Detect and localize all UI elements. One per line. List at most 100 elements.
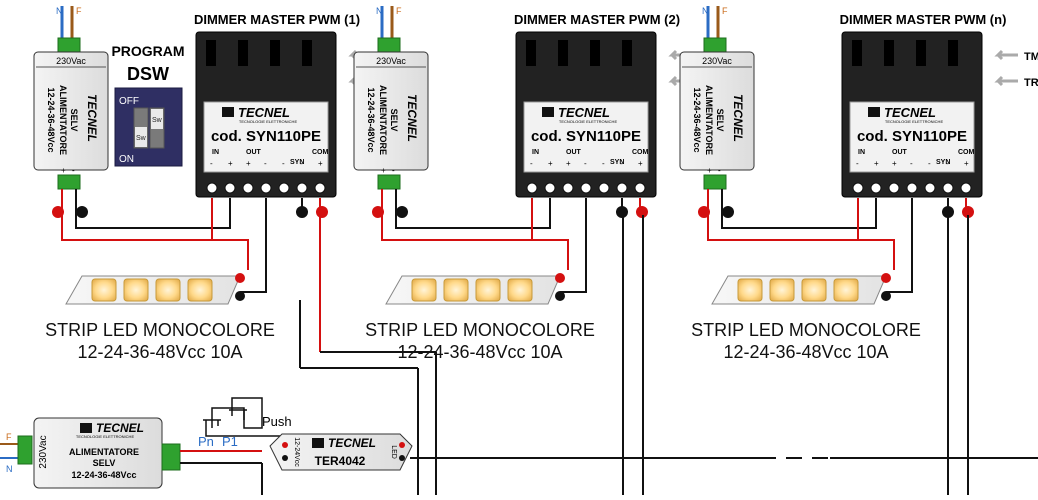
psu-plus-marker [52, 206, 64, 218]
dsw-lever-2[interactable] [151, 109, 163, 129]
dimmer-in-label: IN [858, 149, 865, 156]
tr-arrow-icon [994, 75, 1018, 87]
dimmer-terminal-screw[interactable] [888, 182, 900, 194]
dimmer-brand-sub: TECNOLOGIE ELETTRONICHE [885, 119, 944, 124]
dimmer-vent [206, 40, 216, 66]
dimmer-terminal-screw[interactable] [634, 182, 646, 194]
dsw-lever-1-label: Sw [136, 135, 147, 142]
dimmer-terminal-screw[interactable] [924, 182, 936, 194]
dimmer-vent [238, 40, 248, 66]
dimmer-brand-logo [222, 107, 234, 117]
dsw-lever-2-label: Sw [152, 117, 163, 124]
psu-dc-plus: + [61, 166, 66, 175]
dsw-off-label: OFF [119, 96, 139, 107]
dimmer-vent [270, 40, 280, 66]
bottom-ac-terminal [17, 435, 33, 465]
psu-body [679, 51, 755, 171]
bottom-dc-terminal [161, 443, 181, 471]
dimmer-terminal-screw[interactable] [260, 182, 272, 194]
dimmer-terminal-screw[interactable] [544, 182, 556, 194]
dimmer-terminal-sign: - [210, 159, 213, 168]
dimmer-vent [526, 40, 536, 66]
dimmer-brand-logo [542, 107, 554, 117]
syn-minus-marker [296, 206, 308, 218]
bottom-f-label: F [6, 432, 12, 442]
led-chip [833, 278, 859, 302]
dimmer-vent [852, 40, 862, 66]
psu-line3: 12-24-36-48Vcc [692, 87, 702, 152]
dimmer-terminal-screw[interactable] [960, 182, 972, 194]
ter-led: LED [390, 445, 397, 459]
dimmer-terminal-sign: - [856, 159, 859, 168]
dimmer-terminal-screw[interactable] [242, 182, 254, 194]
dimmer-vent [916, 40, 926, 66]
dimmer-terminal-sign: + [638, 159, 643, 168]
dimmer-syn-label: SYN [290, 159, 304, 166]
strip-plus-marker [555, 273, 565, 283]
psu-ac-terminal [377, 37, 401, 53]
dimmer-terminal-sign: + [566, 159, 571, 168]
led-chip [801, 278, 827, 302]
dimmer-terminal-sign: - [910, 159, 913, 168]
dimmer-vent [302, 40, 312, 66]
dimmer-terminal-sign: + [246, 159, 251, 168]
dimmer-terminal-screw[interactable] [942, 182, 954, 194]
bottom-psu-line1: ALIMENTATORE [69, 447, 139, 457]
dimmer-terminal-screw[interactable] [562, 182, 574, 194]
push-button-pn[interactable] [203, 419, 221, 426]
strip-label-line1: STRIP LED MONOCOLORE [691, 320, 921, 340]
push-button-p1[interactable] [229, 409, 247, 416]
program-subtitle: DSW [127, 64, 169, 84]
ter-brand: TECNEL [328, 436, 376, 450]
dimmer-terminal-sign: + [318, 159, 323, 168]
dimmer-terminal-screw[interactable] [278, 182, 290, 194]
strip-minus-marker [881, 291, 891, 301]
psu-brand: TECNEL [85, 94, 99, 142]
dimmer-terminal-screw[interactable] [580, 182, 592, 194]
wire-out-minus [560, 198, 587, 293]
bottom-power-supply: F N 230Vac TECNEL TECNOLOGIE ELETTRONICH… [0, 417, 263, 495]
psu-ac-label: 230Vac [702, 56, 732, 66]
strip-minus-marker [235, 291, 245, 301]
psu-dc-plus: + [381, 166, 386, 175]
program-title: PROGRAM [111, 43, 184, 59]
dimmer-terminal-screw[interactable] [526, 182, 538, 194]
dimmer-terminal-screw[interactable] [616, 182, 628, 194]
wire-psu-minus [75, 189, 231, 229]
psu-dc-terminal [57, 174, 81, 190]
psu-minus-marker [396, 206, 408, 218]
dimmer-terminal-screw[interactable] [224, 182, 236, 194]
led-chip [187, 278, 213, 302]
dimmer-terminal-sign: - [530, 159, 533, 168]
dsw-lever-1[interactable] [135, 127, 147, 147]
led-chip [91, 278, 117, 302]
tm-label: TM [1024, 51, 1038, 63]
psu-line3: 12-24-36-48Vcc [366, 87, 376, 152]
dimmer-terminal-screw[interactable] [206, 182, 218, 194]
led-chip [737, 278, 763, 302]
dimmer-terminal-sign: - [946, 159, 949, 168]
psu-brand: TECNEL [405, 94, 419, 142]
dimmer-out-label: OUT [566, 149, 582, 156]
dimmer-terminal-screw[interactable] [906, 182, 918, 194]
dimmer-terminal-sign: + [228, 159, 233, 168]
psu-plus-marker [372, 206, 384, 218]
dimmer-terminal-screw[interactable] [852, 182, 864, 194]
psu-line1: ALIMENTATORE [704, 85, 714, 155]
dimmer-terminal-screw[interactable] [598, 182, 610, 194]
dimmer-terminal-screw[interactable] [870, 182, 882, 194]
bottom-brand-logo [80, 423, 92, 433]
wire-psu-plus [61, 189, 249, 270]
psu-body [33, 51, 109, 171]
psu-dc-plus: + [707, 166, 712, 175]
dimmer-brand-sub: TECNOLOGIE ELETTRONICHE [239, 119, 298, 124]
dimmer-terminal-screw[interactable] [314, 182, 326, 194]
wire-psu-plus [381, 189, 569, 270]
dimmer-terminal-screw[interactable] [296, 182, 308, 194]
push-label: Push [262, 414, 292, 429]
led-chip [769, 278, 795, 302]
psu-dc-minus: - [392, 166, 395, 175]
psu-dc-terminal [703, 174, 727, 190]
